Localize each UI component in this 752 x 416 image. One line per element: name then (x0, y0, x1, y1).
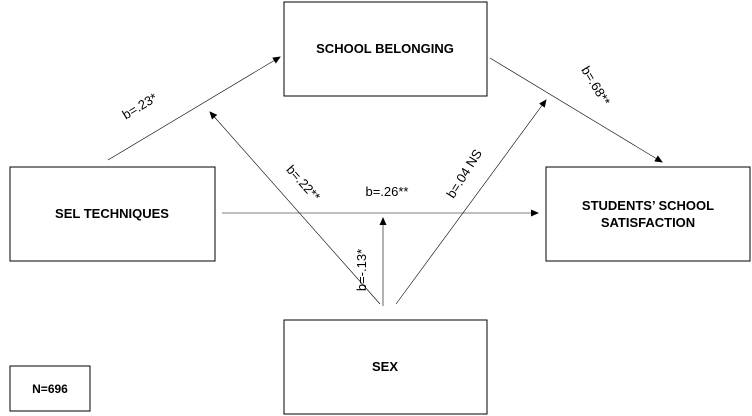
arrow-sex-to-sel-belonging-path (209, 111, 381, 305)
sel-techniques-label: SEL TECHNIQUES (55, 206, 169, 221)
coefficient-sex-moderation-sel-belonging: b=.22** (283, 162, 323, 204)
satisfaction-label-line2: SATISFACTION (601, 215, 695, 230)
sex-box: SEX (283, 319, 488, 415)
coefficient-sel-to-belonging: b=.23* (120, 90, 160, 122)
satisfaction-label-line1: STUDENTS’ SCHOOL (582, 198, 714, 213)
arrow-sel-to-belonging (107, 56, 281, 161)
coefficient-belonging-to-satisfaction: b=.68** (578, 63, 613, 108)
coefficient-sex-moderation-sel-satisfaction: b=-.13* (354, 249, 369, 291)
arrow-sex-to-belonging-satisfaction-path (395, 99, 547, 305)
coefficient-sex-moderation-belonging-satisfaction: b=.04 NS (443, 146, 485, 201)
sex-label: SEX (372, 359, 398, 374)
coefficient-sel-to-satisfaction: b=.26** (365, 184, 408, 199)
school-belonging-label: SCHOOL BELONGING (316, 41, 454, 56)
sample-size-box: N=696 (9, 365, 91, 412)
arrow-belonging-to-satisfaction (489, 57, 663, 163)
students-school-satisfaction-box: STUDENTS’ SCHOOL SATISFACTION (545, 166, 751, 262)
sel-techniques-box: SEL TECHNIQUES (9, 166, 216, 262)
sample-size-label: N=696 (32, 382, 68, 396)
school-belonging-box: SCHOOL BELONGING (283, 1, 488, 97)
